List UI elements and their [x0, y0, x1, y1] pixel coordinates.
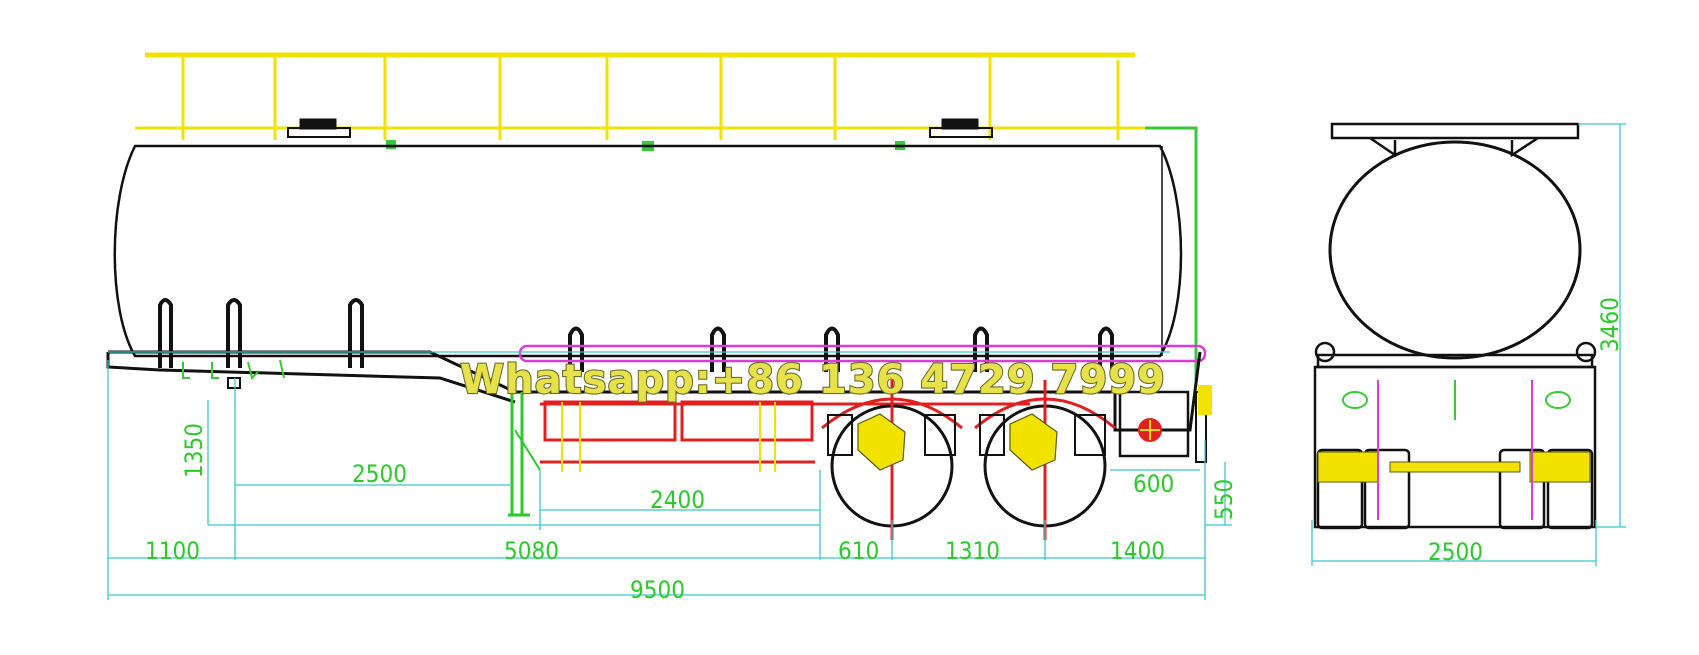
dim-axle-spacing: 1310: [945, 537, 1000, 565]
dim-kingpin-to-axle: 5080: [504, 537, 559, 565]
suspension-arms: [827, 414, 1106, 456]
dim-rear-bumper-height: 550: [1210, 479, 1238, 520]
kingpin: [182, 359, 285, 389]
rear-dimension-lines: [1311, 123, 1626, 566]
dim-rear-box: 600: [1133, 470, 1174, 498]
dim-landing-leg: 2500: [352, 460, 407, 488]
dim-front-overhang: 1100: [145, 537, 200, 565]
dim-axle-front-gap: 610: [838, 537, 879, 565]
whatsapp-watermark: Whatsapp:+86 136 4729 7999: [460, 357, 1166, 403]
tool-boxes: [540, 400, 1030, 464]
side-dimension-lines: [107, 360, 1232, 600]
discharge-pipe: [518, 344, 1207, 363]
dim-fifth-wheel-height: 1350: [180, 423, 208, 478]
dim-overall-length: 9500: [630, 576, 685, 604]
toolbox-braces: [561, 402, 776, 472]
rear-green-marks: [1342, 380, 1571, 420]
rear-walkway: [1330, 122, 1580, 158]
vent-pipe: [1145, 126, 1198, 385]
rear-suspension: [1317, 451, 1591, 483]
suspension: [857, 413, 1058, 471]
dim-toolbox: 2400: [650, 486, 705, 514]
rear-tank-shell: [1328, 140, 1582, 360]
dim-overall-width: 2500: [1428, 538, 1483, 566]
landing-leg: [508, 392, 541, 517]
tank-support-clips: [158, 298, 364, 368]
rear-view: 2500 3460: [1311, 122, 1626, 566]
dim-rear-overhang: 1400: [1110, 537, 1165, 565]
rear-detail-lines: [1377, 380, 1533, 520]
dim-overall-height: 3460: [1596, 297, 1624, 352]
side-view: 1100 5080 610 1310 1400 9500 2500 2400 6…: [106, 52, 1238, 604]
rear-chassis: [1313, 341, 1597, 530]
top-handrail: [135, 52, 1145, 147]
rear-box: [1118, 385, 1212, 463]
tank-body: [113, 144, 1183, 358]
manhole-covers: [287, 118, 993, 138]
axle-support-clips: [568, 326, 1114, 372]
